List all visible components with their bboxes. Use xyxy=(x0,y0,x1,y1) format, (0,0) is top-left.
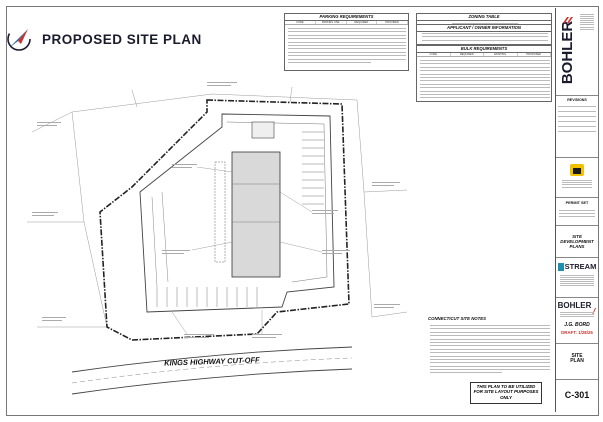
disclaimer-line: FOR SITE LAYOUT PURPOSES xyxy=(473,389,539,395)
client-name: STREAM xyxy=(564,262,597,271)
column-header: PARKING USE xyxy=(316,21,347,25)
curb-lines xyxy=(151,191,169,288)
permit-set-lines xyxy=(559,210,595,219)
parking-requirements-table: PARKING REQUIREMENTS CODE PARKING USE RE… xyxy=(284,13,409,71)
firm-logo-vertical: BOHLER xyxy=(559,12,577,92)
permit-set-label: PERMIT SET xyxy=(565,201,589,205)
site-plan-drawing: KINGS HIGHWAY CUT-OFF xyxy=(27,82,408,395)
stream-logo-icon xyxy=(557,262,564,271)
firm-footer-cell: BOHLER J.G. BORD DRAFT: 1/28/25 xyxy=(556,298,598,344)
sheet-border xyxy=(6,6,599,416)
sheet-number-cell: C-301 xyxy=(556,380,598,412)
title-block: BOHLER REVISIONS xyxy=(555,8,598,412)
call-811-badge-icon xyxy=(570,164,584,176)
firm-footer-logo: BOHLER xyxy=(556,301,598,315)
adjacent-parcel-lines xyxy=(27,86,408,328)
drive-aisle xyxy=(139,113,335,313)
revision-rows xyxy=(558,106,596,136)
site-notes: CONNECTICUT SITE NOTES xyxy=(428,316,550,321)
callout-leaders xyxy=(171,166,323,335)
revisions-label: REVISIONS xyxy=(567,98,587,102)
column-header: PROPOSED xyxy=(518,53,551,57)
project-title-cell: SITE DEVELOPMENT PLANS xyxy=(556,226,598,258)
firm-logo-cell: BOHLER xyxy=(556,8,598,96)
parking-table-title: PARKING REQUIREMENTS xyxy=(285,14,408,21)
firm-address xyxy=(580,14,594,31)
client-details xyxy=(560,275,594,288)
table-body-lines xyxy=(420,60,550,101)
permit-set-cell: PERMIT SET xyxy=(556,198,598,226)
bulk-table-title: BULK REQUIREMENTS xyxy=(417,46,551,53)
zoning-table-title: ZONING TABLE xyxy=(417,14,551,21)
sheet-title: PLAN xyxy=(570,358,584,364)
project-title: SITE DEVELOPMENT xyxy=(560,234,594,244)
column-header: REQUIRED xyxy=(347,21,378,25)
road-edge xyxy=(71,346,353,373)
callout-text xyxy=(32,82,400,338)
table-body-lines xyxy=(288,28,406,65)
table-header-row: CODE PARKING USE REQUIRED PROVIDED xyxy=(285,21,408,26)
call-before-dig-cell xyxy=(556,158,598,198)
parking-stalls xyxy=(156,131,324,307)
firm-footer-name: BOHLER xyxy=(557,301,592,310)
applicant-owner-table: APPLICANT / OWNER INFORMATION xyxy=(416,24,552,45)
page-title: PROPOSED SITE PLAN xyxy=(42,31,202,47)
notes-title: CONNECTICUT SITE NOTES xyxy=(428,316,487,321)
client-logo: STREAM xyxy=(556,262,598,271)
brand-slash-icon xyxy=(592,302,597,315)
firm-name: BOHLER xyxy=(559,20,577,84)
table-body-lines xyxy=(422,33,548,43)
applicant-table-title: APPLICANT / OWNER INFORMATION xyxy=(417,25,551,32)
column-header: CODE xyxy=(285,21,316,25)
proposed-building xyxy=(231,151,281,278)
dig-safe-text xyxy=(562,180,592,189)
layout-disclaimer: THIS PLAN TO BE UTILIZED FOR SITE LAYOUT… xyxy=(470,382,542,404)
road-label: KINGS HIGHWAY CUT-OFF xyxy=(164,355,260,367)
draft-stamp: DRAFT: 1/28/25 xyxy=(561,330,593,335)
project-title: PLANS xyxy=(569,244,585,249)
firm-footer-details xyxy=(560,312,594,318)
compass-logo-icon xyxy=(4,24,34,54)
bulk-requirements-table: BULK REQUIREMENTS CODE REQUIRED EXISTING… xyxy=(416,45,552,102)
brand-slash-icon xyxy=(563,10,573,23)
column-header: REQUIRED xyxy=(451,53,484,57)
header: PROPOSED SITE PLAN xyxy=(4,24,202,54)
parcel-boundary xyxy=(99,99,350,341)
sheet-title: SITE xyxy=(571,353,583,359)
notes-body xyxy=(430,325,550,376)
revisions-cell: REVISIONS xyxy=(556,96,598,158)
engineer-name: J.G. BORD xyxy=(564,322,590,328)
column-header: CODE xyxy=(417,53,451,57)
disclaimer-line: ONLY xyxy=(500,394,512,400)
table-header-row: CODE REQUIRED EXISTING PROPOSED xyxy=(417,53,551,58)
column-header: EXISTING xyxy=(484,53,518,57)
sheet-title-cell: SITE PLAN xyxy=(556,344,598,380)
column-header: PROVIDED xyxy=(377,21,408,25)
client-cell: STREAM xyxy=(556,258,598,298)
sheet-number: C-301 xyxy=(564,390,590,400)
disclaimer-line: THIS PLAN TO BE UTILIZED xyxy=(476,384,536,389)
